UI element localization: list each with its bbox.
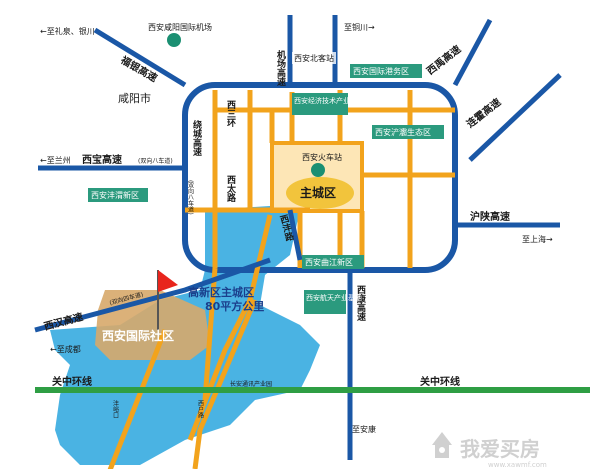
to-tongchuan-label: 至铜川→ — [344, 22, 375, 32]
to-zhabei-label: ←至礼泉、银川 — [40, 26, 95, 36]
hushan-expressway-label: 沪陕高速 — [470, 210, 510, 223]
xibao-note-label: (双向八车道) — [138, 157, 173, 165]
watermark-site: www.xawmf.com — [488, 461, 547, 469]
chanba-box — [372, 125, 444, 139]
watermark: 我爱买房 www.xawmf.com — [432, 432, 547, 469]
high-tech-label: 高新区主城区 — [188, 285, 254, 299]
to-shanghai-label: 至上海→ — [522, 234, 553, 244]
fengwei-box — [88, 188, 148, 202]
airport-expressway-label: 机场高速 — [275, 49, 286, 87]
qujiang-box — [302, 255, 364, 269]
blue-expressways — [34, 15, 562, 460]
changan-label: 长安通讯产业园 — [230, 380, 272, 388]
ring-west-note-label: (双向八车道) — [187, 180, 194, 215]
train-station-marker — [311, 163, 325, 177]
intl-port-label: 西安国际港务区 — [353, 66, 409, 76]
qujiang-label: 西安曲江新区 — [305, 257, 353, 267]
aerospace-label: 西安航天产业基地 — [306, 293, 362, 302]
shengtang-label: 西户路 — [197, 400, 204, 419]
main-city-label: 主城区 — [300, 185, 336, 200]
main-city-ellipse — [286, 177, 354, 209]
to-lanzhou-label: ←至兰州 — [40, 155, 71, 165]
intl-port-box — [350, 64, 422, 78]
west-handan-label: 沣峪口 — [112, 399, 119, 419]
north-station-box — [292, 52, 336, 64]
watermark-logo: 我爱买房 — [460, 437, 540, 461]
north-station-label: 西安北客站 — [294, 53, 334, 63]
train-station-label: 西安火车站 — [302, 152, 342, 162]
xikang-expressway-label: 西康高速 — [355, 285, 366, 322]
aerospace-box — [304, 290, 346, 314]
west-taiyuan-label: 西太路 — [225, 175, 237, 203]
outer-orange-roads — [107, 214, 273, 469]
to-ankang-label: 至安康 — [352, 424, 376, 434]
airport-label: 西安咸阳国际机场 — [148, 22, 212, 32]
xibao-expressway-label: 西宝高速 — [82, 153, 122, 166]
fengwei-label: 西安沣渭新区 — [91, 190, 139, 200]
north-ring-label: 绕城高速 — [191, 119, 202, 157]
xianyang-city-label: 咸阳市 — [118, 91, 151, 105]
econ-zone-box — [292, 93, 348, 115]
high-tech-area-label: 80平方公里 — [205, 299, 264, 313]
chanba-label: 西安浐灞生态区 — [375, 127, 431, 137]
ring-north-east-label: 西禹高速 — [424, 42, 464, 77]
econ-zone-label: 西安经济技术产业开发区 — [294, 96, 371, 105]
airport-marker — [167, 33, 181, 47]
intl-community-label: 西安国际社区 — [102, 328, 174, 343]
guanzhong-left-label: 关中环线 — [52, 375, 92, 388]
flag-icon — [157, 270, 178, 330]
house-icon — [432, 432, 452, 458]
to-chengdu-label: ←至成都 — [50, 344, 81, 354]
guanzhong-right-label: 关中环线 — [420, 375, 460, 388]
lianhuo-expressway-label: 连霍高速 — [464, 95, 504, 130]
west-santai-label: 西三环 — [225, 100, 236, 128]
